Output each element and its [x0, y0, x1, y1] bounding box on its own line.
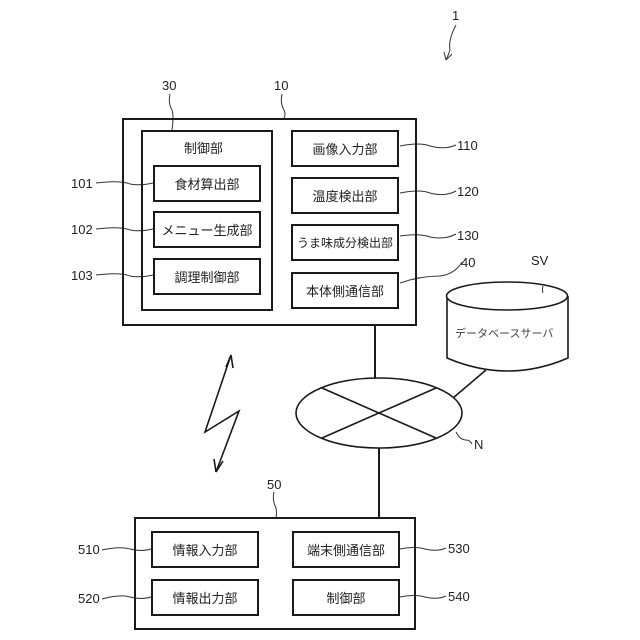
menu-generation-unit: メニュー生成部: [153, 211, 261, 248]
ref-102: 102: [71, 222, 93, 237]
system-ref-label: 1: [452, 8, 459, 23]
umami-detection-unit: うま味成分検出部: [291, 224, 399, 261]
server-ref-label: SV: [531, 253, 548, 268]
database-cylinder-top: [447, 282, 568, 310]
ref-530: 530: [448, 541, 470, 556]
info-input-unit: 情報入力部: [151, 531, 259, 568]
leader-SV: [543, 286, 544, 293]
ref-130: 130: [457, 228, 479, 243]
ref-101: 101: [71, 176, 93, 191]
info-output-unit: 情報出力部: [151, 579, 259, 616]
network-server-line: [453, 370, 486, 398]
leader-50: [273, 492, 276, 518]
ref-510: 510: [78, 542, 100, 557]
ref-110: 110: [457, 138, 478, 153]
ref-103: 103: [71, 268, 93, 283]
terminal-ref-label: 50: [267, 477, 281, 492]
cooking-control-unit: 調理制御部: [153, 258, 261, 295]
main-body-ref-label: 10: [274, 78, 288, 93]
network-ref-label: N: [474, 437, 483, 452]
ref-120: 120: [457, 184, 479, 199]
body-communication-unit: 本体側通信部: [291, 272, 399, 309]
leader-N: [456, 432, 472, 444]
wireless-link-icon: [205, 355, 239, 472]
terminal-control-unit: 制御部: [292, 579, 400, 616]
food-calculation-unit: 食材算出部: [153, 165, 261, 202]
temperature-detection-unit: 温度検出部: [291, 177, 399, 214]
terminal-communication-unit: 端末側通信部: [292, 531, 400, 568]
ref-40: 40: [461, 255, 475, 270]
ref-520: 520: [78, 591, 100, 606]
image-input-unit: 画像入力部: [291, 130, 399, 167]
database-server-label: データベースサーバ: [455, 325, 553, 341]
control-unit-ref-label: 30: [162, 78, 176, 93]
control-unit-title: 制御部: [184, 138, 223, 157]
leader-10: [281, 94, 285, 118]
ref-540: 540: [448, 589, 470, 604]
